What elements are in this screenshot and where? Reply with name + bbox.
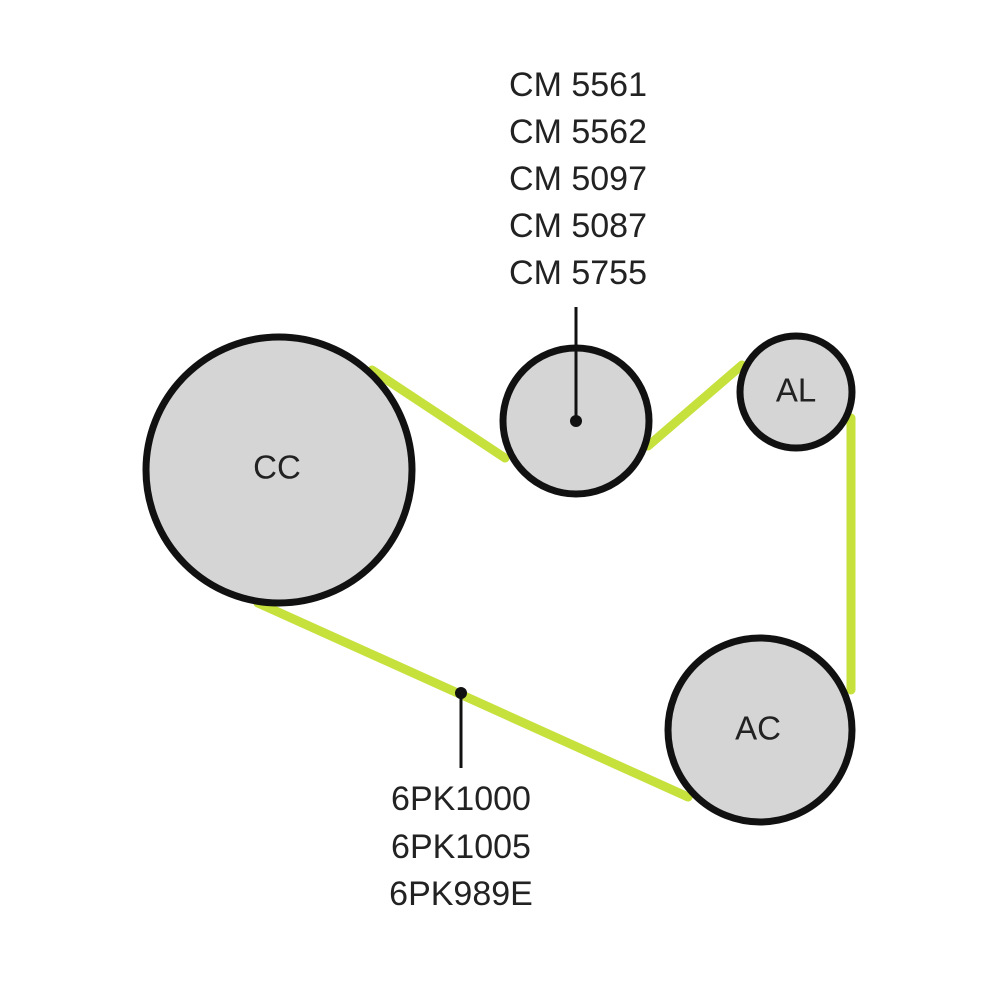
pulley-ac-compressor: AC <box>664 634 856 826</box>
belt-part-numbers: 6PK1000 6PK1005 6PK989E <box>389 780 533 913</box>
crankshaft-pulley-label: CC <box>253 449 301 486</box>
belt-part-number: 6PK1005 <box>391 828 531 866</box>
crankshaft-pulley-circle <box>142 333 416 607</box>
tensioner-part-numbers: CM 5561 CM 5562 CM 5097 CM 5087 CM 5755 <box>509 66 647 292</box>
belt-segment-ac-to-cc <box>253 598 693 802</box>
tensioner-part-number: CM 5097 <box>509 160 647 198</box>
ac-compressor-pulley-circle <box>664 634 856 826</box>
pulley-alternator: AL <box>736 332 856 452</box>
tensioner-center-dot <box>570 415 582 427</box>
belt-marker-dot <box>455 687 467 699</box>
tensioner-part-number: CM 5087 <box>509 207 647 245</box>
tensioner-part-number: CM 5561 <box>509 66 647 104</box>
ac-compressor-pulley-label: AC <box>735 710 781 747</box>
alternator-pulley-label: AL <box>776 372 816 409</box>
alternator-pulley-circle <box>736 332 856 452</box>
tensioner-part-number: CM 5562 <box>509 113 647 151</box>
pulley-crankshaft: CC <box>142 333 416 607</box>
drive-belt <box>253 360 856 802</box>
belt-segment-cc-to-tensioner <box>367 365 510 463</box>
pulley-tensioner <box>499 344 653 498</box>
belt-part-number: 6PK1000 <box>391 780 531 818</box>
tensioner-part-number: CM 5755 <box>509 254 647 292</box>
belt-part-number: 6PK989E <box>389 875 533 913</box>
belt-segment-tensioner-to-alternator <box>643 360 747 451</box>
